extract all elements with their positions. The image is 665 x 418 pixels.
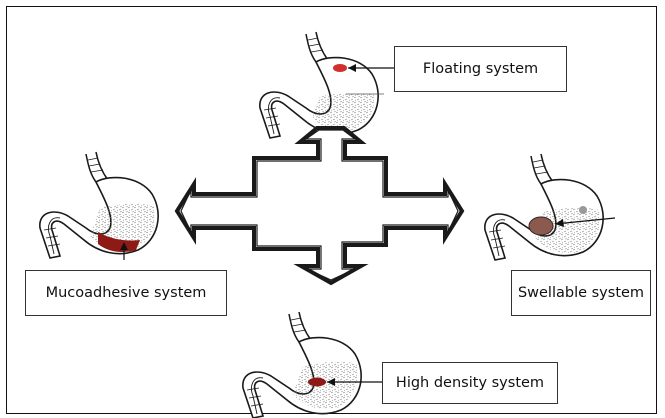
mucoadhesive-tablet [98,232,140,252]
four-way-arrow [174,126,465,286]
high-density-tablet [308,377,326,387]
stomach-illustration-mucoadhesive [39,151,159,260]
floating-tablet [333,64,347,72]
swellable-tablet [528,216,554,236]
stomach-illustration-high-density [242,311,383,418]
mucoadhesive-system-label: Mucoadhesive system [25,270,227,316]
swellable-system-label: Swellable system [511,270,651,316]
high-density-system-label: High density system [382,362,558,404]
swellable-small-tablet [579,206,587,214]
stomach-illustration-floating [259,31,394,139]
floating-system-label: Floating system [394,46,567,92]
stomach-illustration-swellable [484,153,616,261]
